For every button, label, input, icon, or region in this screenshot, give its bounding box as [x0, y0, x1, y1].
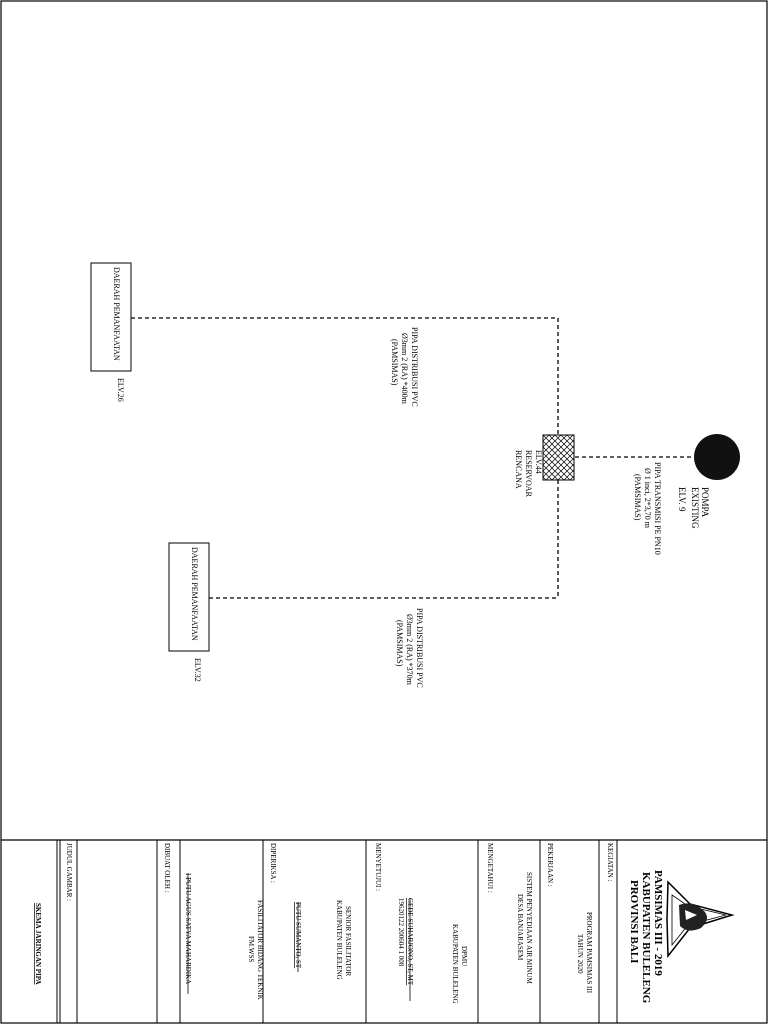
reservoir-label: RESERVOAR [524, 450, 533, 498]
tb-judul-label: JUDUL GAMBAR : [65, 843, 73, 901]
service-area-1-label: DAERAH PEMANFAATAN [112, 267, 121, 361]
pipe-distribusi2-spec: Ø3mm 2 (RA) *370m [405, 614, 414, 686]
service-area-2-label: DAERAH PEMANFAATAN [190, 547, 199, 641]
tb-dibuat-label: DIBUAT OLEH : [163, 843, 171, 893]
tb-pekerjaan-line1: SISTEM PENYEDIAAN AIR MINUM [525, 872, 533, 985]
tb-header-line1: PAMSIMAS III - 2019 [652, 870, 664, 976]
tb-diperiksa-line1: FASILITATOR BIDANG TEKNIK [256, 900, 264, 1000]
tb-mengetahui-label: MENGETAHUI : [486, 843, 494, 893]
pipe-transmisi-label: PIPA TRANSMISI PE PN10 [653, 462, 662, 555]
tb-judul-text: SKEMA JARINGAN PIPA [34, 903, 42, 985]
tb-menyetujui-nip: 19620122 200604 1 008 [397, 898, 405, 967]
tb-diperiksa-line2: FM.WSS [247, 936, 255, 962]
tb-mengetahui-line1: DPMU [460, 946, 468, 966]
service-area-1-elevation: ELV.26 [116, 378, 125, 402]
title-block: PAMSIMAS III - 2019 KABUPATEN BULELENG P… [1, 839, 767, 1023]
tb-diperiksa-label: DIPERIKSA : [269, 843, 277, 883]
pipe-distribusi1-label: PIPA DISTRIBUSI PVC [410, 327, 419, 407]
pipe-network [131, 317, 694, 599]
pipe-transmisi-spec: Ø 1 inci, 2*3,70 m [643, 468, 652, 529]
service-area-1-box [90, 262, 132, 372]
tb-mengetahui-line2: KABUPATEN BULELENG [451, 924, 459, 1004]
pump-elevation: ELV. 9 [677, 487, 687, 512]
tb-header-line2: KABUPATEN BULELENG [640, 872, 652, 1004]
service-area-2-elevation: ELV.32 [193, 658, 202, 682]
tb-menyetujui-label: MENYETUJUI : [374, 843, 382, 891]
pipe-distribusi1-source: (PAMSIMAS) [390, 339, 399, 386]
reservoir-elevation: ELV.44 [534, 450, 543, 474]
reservoir-symbol [542, 434, 575, 481]
pipe-distribusi2-source: (PAMSIMAS) [395, 620, 404, 667]
kabupaten-buleleng-logo [666, 880, 735, 959]
tb-kegiatan-line1: PROGRAM PAMSIMAS III [585, 912, 593, 994]
pump-label-2: EXISTING [690, 487, 700, 529]
tb-header-line3: PROVINSI BALI [628, 880, 640, 963]
tb-senior-line1: SENIOR FASILITATOR [344, 906, 352, 976]
pipe-distribusi2-label: PIPA DISTRIBUSI PVC [415, 608, 424, 688]
tb-pekerjaan-label: PEKERJAAN : [546, 843, 554, 887]
pipe-transmisi-source: (PAMSIMAS) [633, 474, 642, 521]
tb-senior-line2: KABUPATEN BULELENG [335, 900, 343, 980]
pump-symbol [694, 434, 740, 480]
reservoir-label-2: RENCANA [514, 450, 523, 489]
tb-kegiatan-line2: TAHUN 2020 [576, 934, 584, 974]
pump-label: POMPA [700, 487, 710, 518]
service-area-2-box [168, 542, 210, 652]
pipe-distribusi1-spec: Ø3mm 2 (RA) *400m [400, 333, 409, 405]
tb-kegiatan-label: KEGIATAN : [606, 843, 614, 882]
tb-pekerjaan-line2: DESA BANJARASEM [516, 894, 524, 961]
